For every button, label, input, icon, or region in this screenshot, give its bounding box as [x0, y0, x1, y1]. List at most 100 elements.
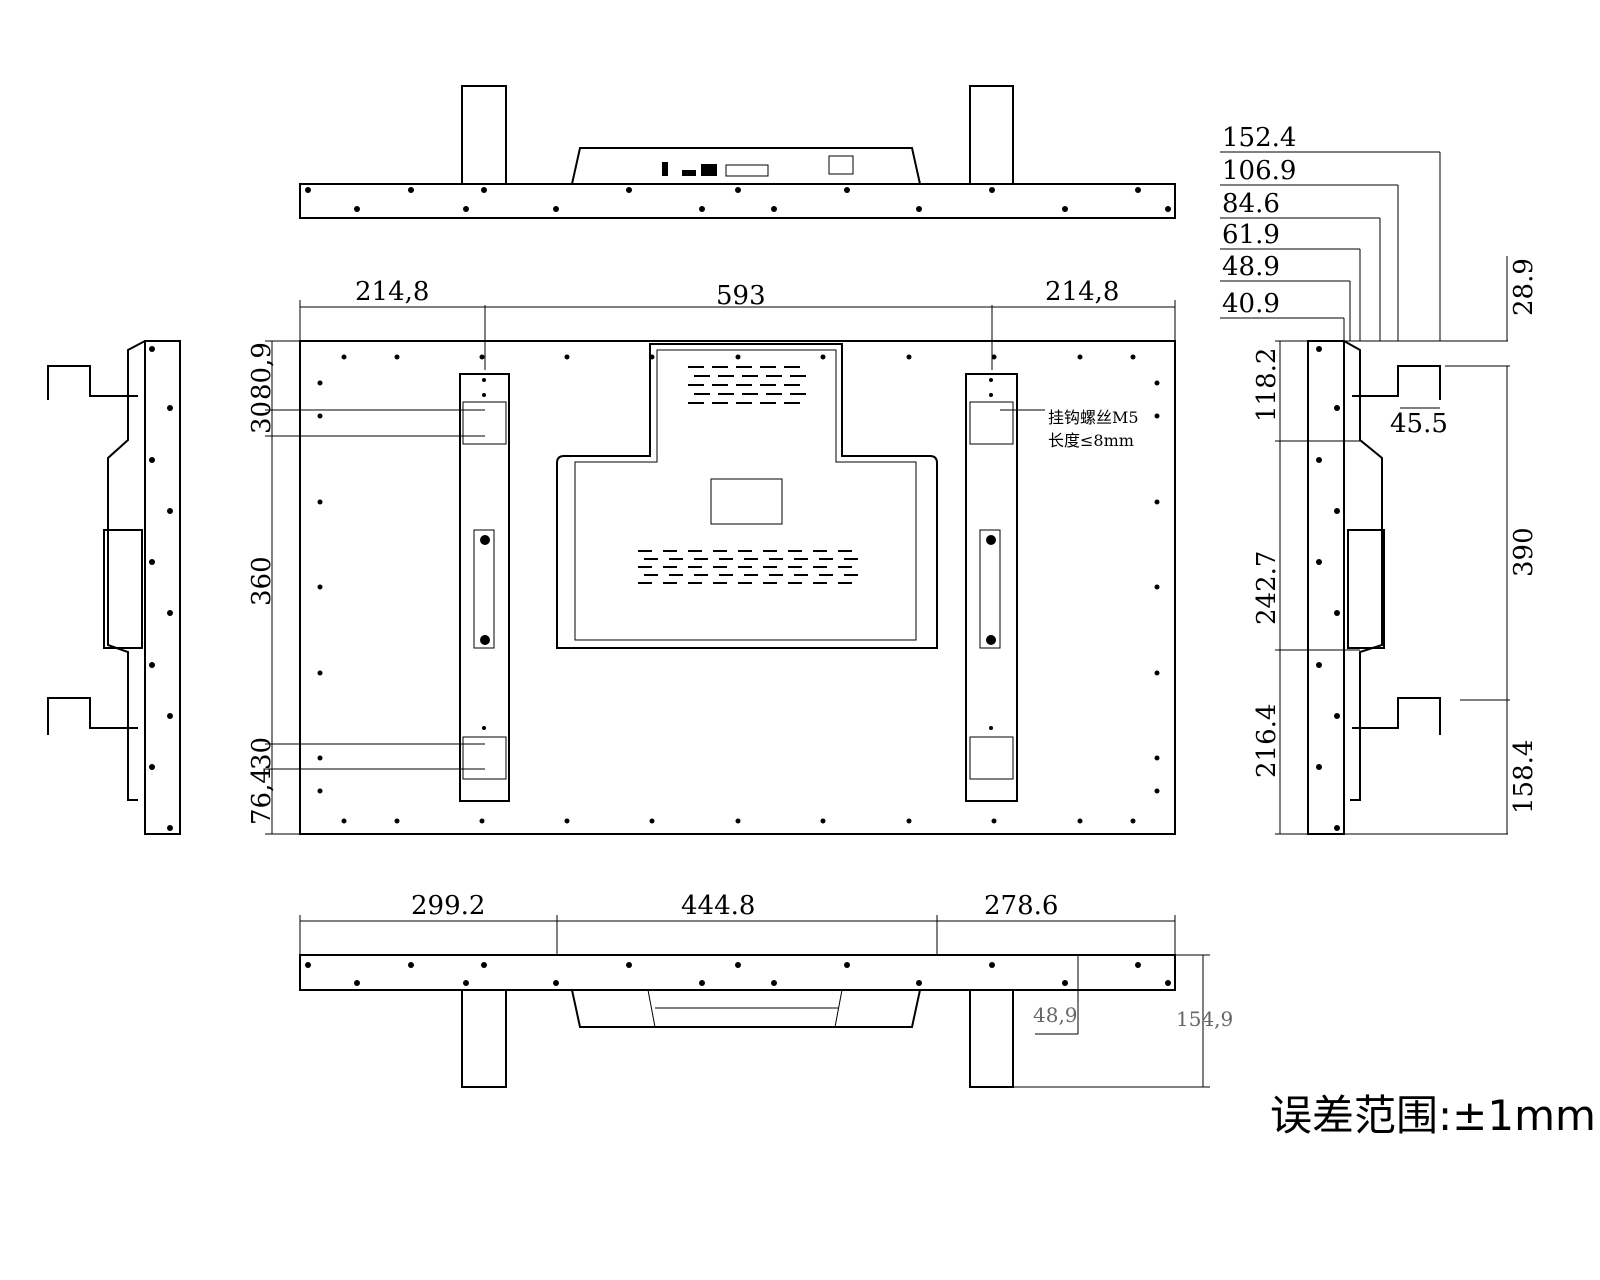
- screw-hole: [1165, 206, 1171, 212]
- screw-hole: [149, 346, 155, 352]
- screw-hole: [1077, 354, 1083, 360]
- screw-hole: [989, 187, 995, 193]
- screw-hole: [149, 662, 155, 668]
- left-side-view: [47, 340, 181, 835]
- dim-label: 40.9: [1222, 289, 1280, 319]
- screw-hole: [1154, 380, 1160, 386]
- screw-hole: [1316, 346, 1322, 352]
- screw-hole: [553, 980, 559, 986]
- left-dimensions: 80,9 30 360 30 76,4: [247, 340, 485, 835]
- screw-hole: [844, 187, 850, 193]
- screw-hole: [482, 378, 486, 382]
- screw-hole: [906, 354, 912, 360]
- screw-hole: [626, 187, 632, 193]
- dim-label: 278.6: [984, 891, 1058, 921]
- screw-hole: [167, 713, 173, 719]
- screw-hole: [1135, 187, 1141, 193]
- screw-hole: [479, 818, 485, 824]
- screw-hole: [1154, 670, 1160, 676]
- screw-hole: [317, 413, 323, 419]
- screw-hole: [1334, 508, 1340, 514]
- dim-label: 242.7: [1252, 551, 1282, 625]
- dim-label: 84.6: [1222, 189, 1280, 219]
- screw-hole: [820, 818, 826, 824]
- screw-hole: [844, 962, 850, 968]
- screw-hole: [394, 818, 400, 824]
- screw-hole: [1334, 825, 1340, 831]
- screw-hole: [771, 206, 777, 212]
- dim-label: 214,8: [1045, 277, 1119, 307]
- dim-label: 30: [247, 737, 277, 770]
- screw-hole: [481, 187, 487, 193]
- screw-hole: [482, 726, 486, 730]
- screw-hole: [771, 980, 777, 986]
- dim-label: 444.8: [681, 891, 755, 921]
- dim-label: 61.9: [1222, 220, 1280, 250]
- screw-hole: [820, 354, 826, 360]
- screw-hole: [479, 354, 485, 360]
- screw-hole: [986, 635, 996, 645]
- screw-hole: [341, 354, 347, 360]
- screw-hole: [1077, 818, 1083, 824]
- dim-label: 299.2: [411, 891, 485, 921]
- screw-hole: [167, 825, 173, 831]
- dim-label: 76,4: [247, 767, 277, 825]
- screw-hole: [167, 610, 173, 616]
- screw-hole: [394, 354, 400, 360]
- screw-hole: [317, 380, 323, 386]
- screw-hole: [1316, 662, 1322, 668]
- dim-label: 106.9: [1222, 156, 1296, 186]
- dim-label: 390: [1509, 527, 1539, 577]
- screw-hole: [341, 818, 347, 824]
- dim-label: 158.4: [1509, 740, 1539, 814]
- tolerance-note: 误差范围:±1mm: [1270, 1091, 1596, 1140]
- screw-hole: [1154, 413, 1160, 419]
- dim-label: 214,8: [355, 277, 429, 307]
- screw-hole: [1334, 713, 1340, 719]
- screw-hole: [317, 755, 323, 761]
- screw-hole: [463, 206, 469, 212]
- screw-hole: [626, 962, 632, 968]
- screw-hole: [317, 584, 323, 590]
- screw-hole: [735, 818, 741, 824]
- screw-hole: [317, 499, 323, 505]
- screw-hole: [1062, 980, 1068, 986]
- screw-hole: [735, 354, 741, 360]
- screw-hole: [989, 378, 993, 382]
- screw-hole: [305, 187, 311, 193]
- screw-hole: [1130, 354, 1136, 360]
- screw-hole: [649, 818, 655, 824]
- screw-hole: [989, 393, 993, 397]
- screw-hole: [906, 818, 912, 824]
- dim-label: 118.2: [1252, 348, 1282, 422]
- dim-label: 152.4: [1222, 123, 1296, 153]
- dim-label: 154,9: [1176, 1007, 1233, 1031]
- screw-hole: [1334, 610, 1340, 616]
- screw-hole: [564, 818, 570, 824]
- screw-hole: [989, 726, 993, 730]
- screw-hole: [354, 980, 360, 986]
- screw-hole: [480, 535, 490, 545]
- screw-hole: [149, 559, 155, 565]
- dim-label: 216.4: [1252, 704, 1282, 778]
- back-view: [299, 340, 1176, 835]
- screw-hole: [699, 980, 705, 986]
- screw-hole: [317, 788, 323, 794]
- screw-hole: [916, 980, 922, 986]
- hook-screw-note: 挂钩螺丝M5 长度≤8mm: [1000, 408, 1139, 450]
- screw-hole: [991, 818, 997, 824]
- screw-hole: [1154, 755, 1160, 761]
- screw-hole: [149, 457, 155, 463]
- screw-hole: [989, 962, 995, 968]
- screw-hole: [463, 980, 469, 986]
- screw-hole: [553, 206, 559, 212]
- screw-hole: [649, 354, 655, 360]
- screw-hole: [986, 535, 996, 545]
- screw-hole: [167, 405, 173, 411]
- screw-hole: [1154, 584, 1160, 590]
- dim-label: 593: [716, 281, 766, 311]
- screw-hole: [1135, 962, 1141, 968]
- screw-hole: [699, 206, 705, 212]
- bottom-view: 299.2 444.8 278.6 48,9 154,9: [299, 891, 1233, 1088]
